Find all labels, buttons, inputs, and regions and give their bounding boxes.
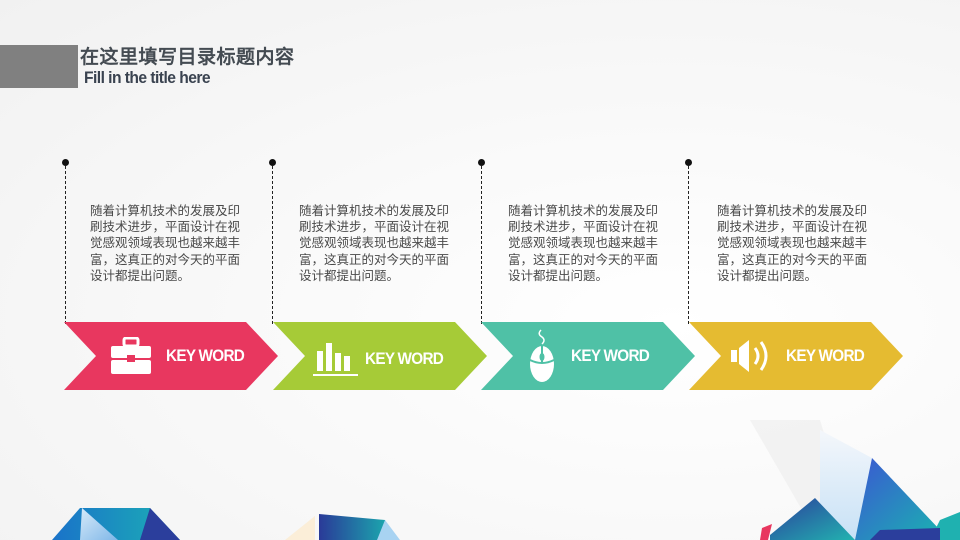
- page-subtitle: Fill in the title here: [84, 68, 211, 87]
- step-2-keyword: KEY WORD: [365, 349, 444, 368]
- decorative-polygon-right: [740, 420, 960, 540]
- step-2-arrow: KEY WORD: [273, 322, 489, 390]
- step-1-arrow: KEY WORD: [64, 322, 280, 390]
- step-4-description: 随着计算机技术的发展及印刷技术进步，平面设计在视觉感观领域表现也越来越丰富，这真…: [717, 203, 868, 283]
- timeline-dashed-line: [65, 166, 66, 324]
- step-3-arrow: KEY WORD: [481, 322, 697, 390]
- timeline-dashed-line: [481, 166, 482, 324]
- timeline-dashed-line: [688, 166, 689, 324]
- timeline-dot: [269, 159, 276, 166]
- step-2-description: 随着计算机技术的发展及印刷技术进步，平面设计在视觉感观领域表现也越来越丰富，这真…: [299, 203, 450, 283]
- step-3-keyword: KEY WORD: [571, 346, 650, 365]
- step-1-keyword: KEY WORD: [166, 346, 245, 365]
- title-accent-bar: [0, 45, 78, 88]
- timeline-dot: [478, 159, 485, 166]
- step-3-description: 随着计算机技术的发展及印刷技术进步，平面设计在视觉感观领域表现也越来越丰富，这真…: [508, 203, 659, 283]
- timeline-dot: [685, 159, 692, 166]
- step-4-arrow: KEY WORD: [689, 322, 905, 390]
- step-1-description: 随着计算机技术的发展及印刷技术进步，平面设计在视觉感观领域表现也越来越丰富，这真…: [90, 203, 241, 283]
- timeline-dot: [62, 159, 69, 166]
- decorative-polygon-left: [40, 500, 190, 540]
- timeline-dashed-line: [272, 166, 273, 324]
- page-title: 在这里填写目录标题内容: [80, 46, 295, 68]
- decorative-polygon-mid: [285, 510, 405, 540]
- step-4-keyword: KEY WORD: [786, 346, 865, 365]
